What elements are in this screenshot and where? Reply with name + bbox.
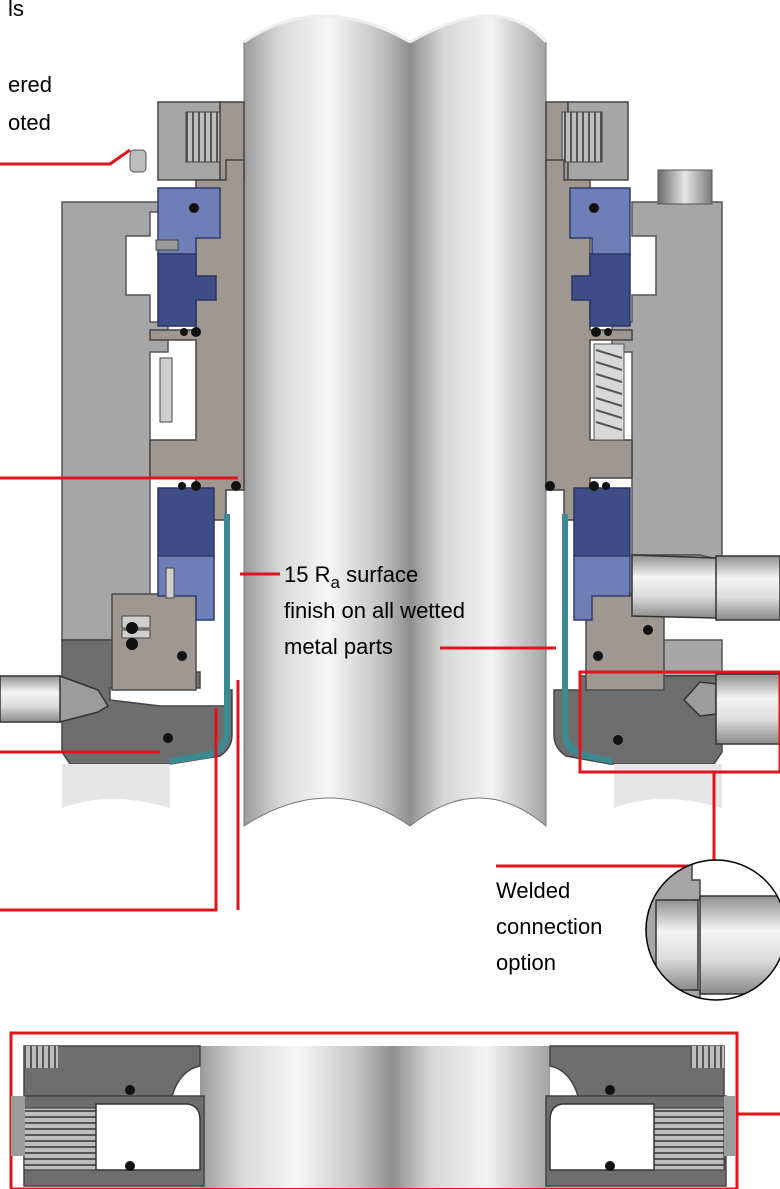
right-sleeve <box>545 159 633 521</box>
right-navy-face-upper <box>571 253 631 327</box>
welded-label-line2: connection <box>496 914 602 939</box>
right-navy-face-lower <box>573 487 631 557</box>
welded-detail-circle <box>646 860 780 1000</box>
bottom-detail-view <box>11 1045 736 1188</box>
left-gland-ring <box>111 593 197 691</box>
left-navy-face-lower <box>157 487 215 557</box>
welded-label-line3: option <box>496 950 556 975</box>
label-fragment-1: ls <box>8 0 24 21</box>
left-fitting <box>0 675 64 723</box>
label-fragment-2: ered <box>8 72 52 97</box>
right-fitting-lower <box>682 681 717 717</box>
right-fitting-upper <box>631 554 721 619</box>
welded-label-line1: Welded <box>496 878 570 903</box>
left-navy-face-upper <box>157 253 217 327</box>
surface-finish-label-line3: metal parts <box>284 634 393 659</box>
right-blue-face-lower <box>573 555 631 621</box>
label-fragment-3: oted <box>8 110 51 135</box>
shaft <box>243 15 547 828</box>
surface-finish-label-line2: finish on all wetted <box>284 598 465 623</box>
left-teal-liner <box>170 514 230 764</box>
right-top-plug <box>657 169 713 205</box>
surface-finish-label-line1: 15 Ra surface <box>284 562 418 592</box>
right-collar-screw <box>561 111 603 163</box>
left-collar-screw <box>185 111 225 163</box>
